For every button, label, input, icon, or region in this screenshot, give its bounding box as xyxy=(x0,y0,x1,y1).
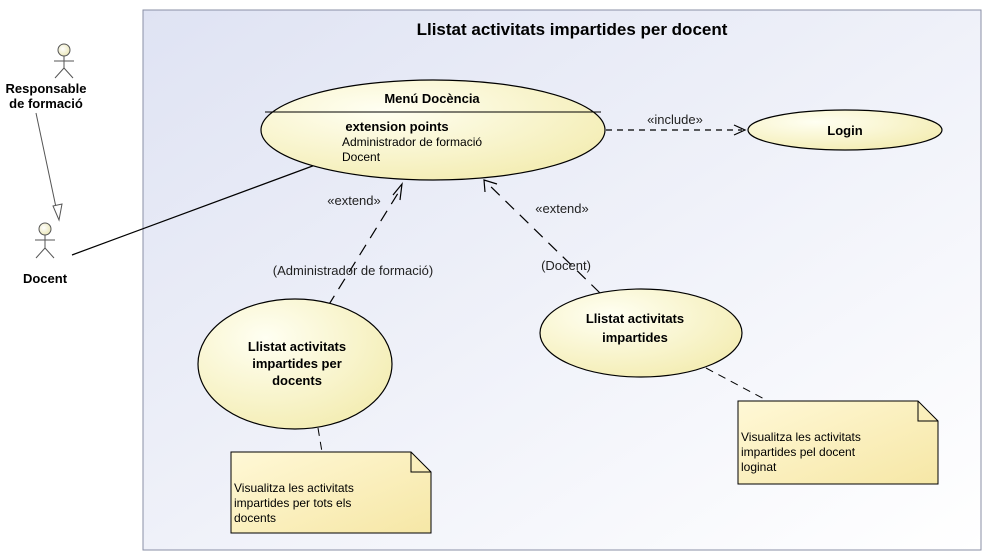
use-case-login-label: Login xyxy=(827,123,862,138)
extension-points-header: extension points xyxy=(345,119,448,134)
note-anchor-right xyxy=(705,367,767,401)
extend-condition-left: (Administrador de formació) xyxy=(273,263,433,278)
include-label: «include» xyxy=(647,112,703,127)
use-case-label-line1: Llistat activitats xyxy=(248,339,346,354)
association-line xyxy=(71,163,319,256)
note-left-line2: impartides per tots els xyxy=(234,496,351,510)
use-case-label-line2: impartides per xyxy=(252,356,342,371)
use-case-login[interactable]: Login xyxy=(747,109,943,151)
actor-docent[interactable]: Docent xyxy=(23,222,68,286)
extend-label-left: «extend» xyxy=(327,193,381,208)
note-right-line1: Visualitza les activitats xyxy=(741,430,861,444)
actor-responsable-de-formacio[interactable]: Responsable de formació xyxy=(6,43,87,111)
extension-point-admin: Administrador de formació xyxy=(342,135,482,149)
note-right-line3: loginat xyxy=(741,460,777,474)
use-case-label-line3: docents xyxy=(272,373,322,388)
use-case-menu-docencia[interactable]: Menú Docència extension points Administr… xyxy=(260,79,606,181)
diagram-title: Llistat activitats impartides per docent xyxy=(417,20,728,39)
use-case-label-line1: Llistat activitats xyxy=(586,311,684,326)
note-anchor-left xyxy=(317,427,323,453)
extend-relation-left: «extend» (Administrador de formació) xyxy=(273,182,433,307)
note-left: Visualitza les activitats impartides per… xyxy=(230,451,432,534)
use-case-llistat-per-docents[interactable]: Llistat activitats impartides per docent… xyxy=(197,298,393,430)
actor-label-responsable-2: de formació xyxy=(9,96,83,111)
generalization-arrow xyxy=(35,112,63,222)
include-relation: «include» xyxy=(606,112,747,136)
extension-point-docent: Docent xyxy=(342,150,381,164)
extend-relation-right: «extend» (Docent) xyxy=(483,179,601,294)
note-right-line2: impartides pel docent xyxy=(741,445,856,459)
note-right: Visualitza les activitats impartides pel… xyxy=(737,400,939,485)
use-case-label-line2: impartides xyxy=(602,330,668,345)
extend-label-right: «extend» xyxy=(535,201,589,216)
use-case-llistat-impartides[interactable]: Llistat activitats impartides xyxy=(539,288,743,378)
extend-condition-right: (Docent) xyxy=(541,258,591,273)
use-case-title: Menú Docència xyxy=(384,91,480,106)
actor-label-docent: Docent xyxy=(23,271,68,286)
note-left-line3: docents xyxy=(234,511,276,525)
actor-label-responsable-1: Responsable xyxy=(6,81,87,96)
actor-head xyxy=(57,43,71,57)
note-left-line1: Visualitza les activitats xyxy=(234,481,354,495)
actor-head xyxy=(38,222,52,236)
